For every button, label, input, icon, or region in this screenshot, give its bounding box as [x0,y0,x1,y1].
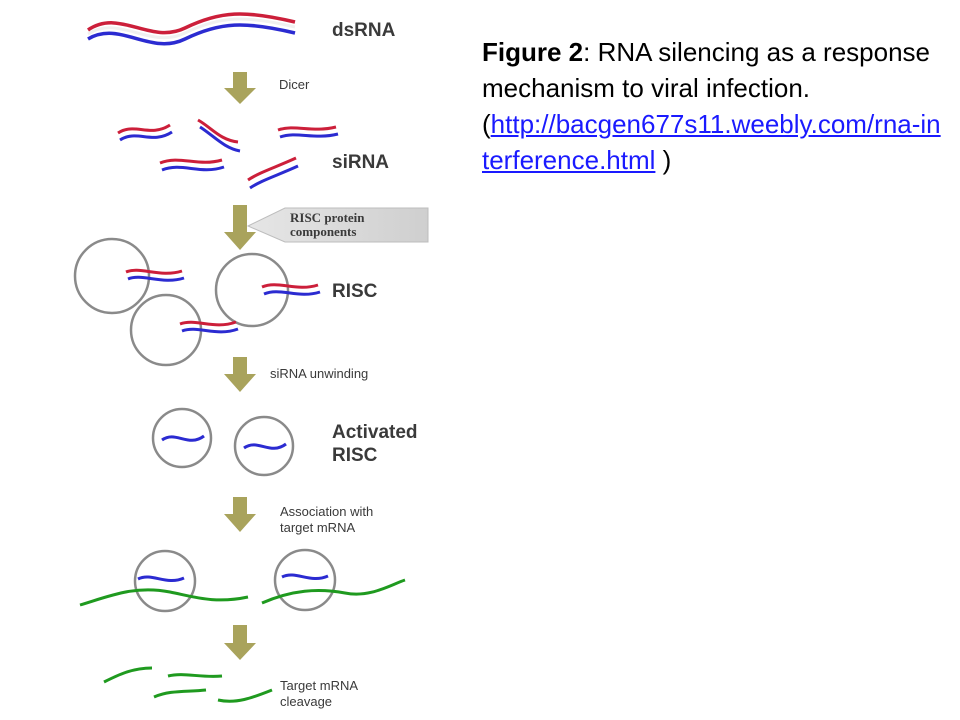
sirna-unwinding-label: siRNA unwinding [270,366,368,381]
activated-risc-label-line2: RISC [332,445,378,466]
close-paren: ) [655,145,672,175]
figure-caption: Figure 2: RNA silencing as a response me… [482,34,942,178]
risc-protein-components-pointer [246,207,429,243]
figure-title: : RNA silencing as a response mechanism … [482,37,930,103]
process-arrow [224,72,256,104]
cleavage-label-line1: Target mRNA [280,678,358,693]
source-link[interactable]: http://bacgen677s11.weebly.com/rna-inter… [482,109,941,175]
process-arrow [224,625,256,660]
activated-risc-label-line1: Activated [332,422,418,443]
figure-label: Figure 2 [482,37,584,67]
risc-protein-label-line2: components [290,224,356,239]
dsrna-label: dsRNA [332,20,396,41]
process-arrow [224,205,256,250]
process-arrow [224,497,256,532]
sirna-label: siRNA [332,152,389,173]
risc-label: RISC [332,281,378,302]
dsrna-molecule [87,12,296,46]
activated-risc-complexes [151,407,295,477]
cleavage-label-line2: cleavage [280,694,332,709]
cleaved-mrna-fragments [103,666,273,703]
risc-mrna-association [79,548,406,613]
association-label-line1: Association with [280,504,373,519]
sirna-fragments [117,118,339,190]
risc-protein-label-line1: RISC protein [290,210,365,225]
risc-complexes [73,237,321,367]
dicer-label: Dicer [279,77,310,92]
process-arrow [224,357,256,392]
open-paren: ( [482,109,491,139]
association-label-line2: target mRNA [280,520,355,535]
